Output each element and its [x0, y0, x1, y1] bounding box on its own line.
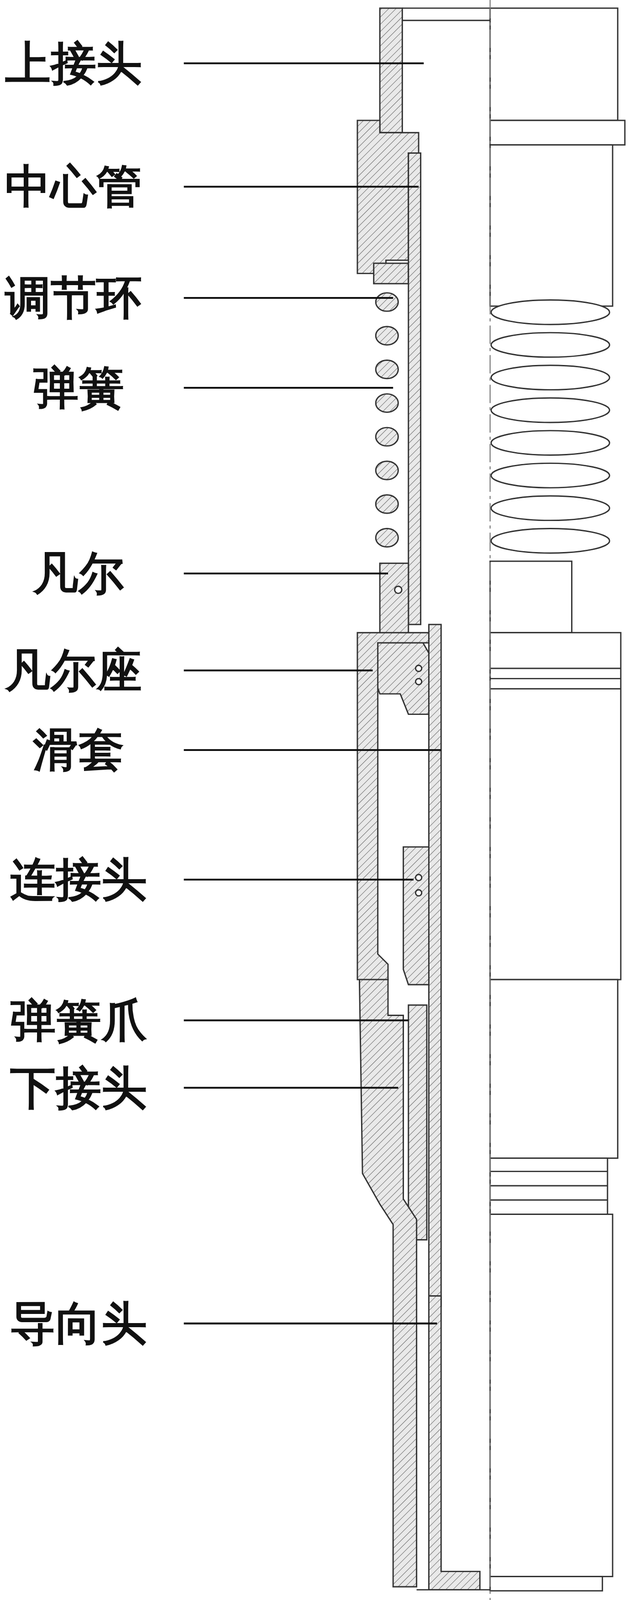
leader-line [183, 749, 442, 752]
leader-lines [183, 63, 442, 1325]
section-half [357, 8, 491, 1591]
part-label: 下接头 [10, 1065, 147, 1112]
part-label: 调节环 [5, 275, 142, 321]
leader-line [183, 1323, 438, 1326]
leader-line [183, 1020, 409, 1023]
part-label: 导向头 [10, 1301, 147, 1348]
leader-line [183, 669, 373, 672]
part-label: 中心管 [5, 163, 142, 210]
leader-line [183, 1087, 399, 1090]
part-label: 弹簧 [32, 365, 125, 411]
part-label: 弹簧爪 [10, 998, 147, 1044]
leader-line [183, 572, 388, 575]
leader-line [183, 297, 394, 299]
center-axis [489, 0, 491, 1600]
leader-line [183, 387, 394, 389]
leader-line [183, 879, 414, 881]
part-label: 滑套 [32, 727, 125, 774]
leader-line [183, 62, 425, 65]
part-label: 连接头 [10, 857, 147, 903]
part-label: 上接头 [5, 40, 142, 87]
part-label: 凡尔 [32, 550, 125, 597]
part-label: 凡尔座 [5, 648, 142, 694]
leader-line [183, 185, 419, 188]
exterior-half [490, 8, 625, 1592]
